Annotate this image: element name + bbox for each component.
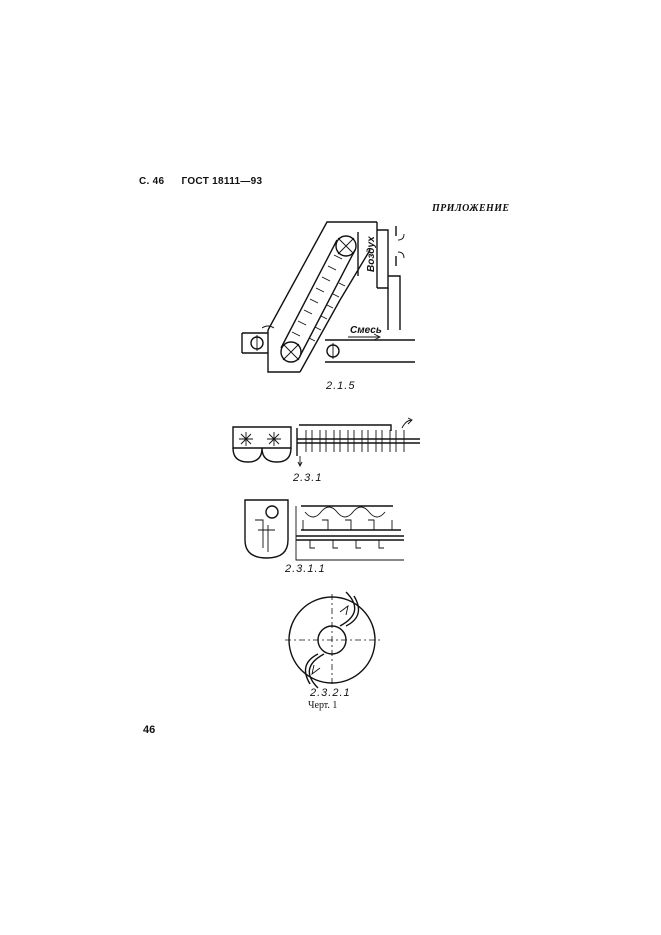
page-number: 46 bbox=[143, 724, 156, 736]
label-air: Воздух bbox=[366, 236, 377, 272]
caption-2-3-2-1: 2.3.2.1 bbox=[310, 687, 351, 699]
drawing-2-3-1-1 bbox=[244, 499, 404, 561]
page-ref: С. 46 bbox=[139, 176, 165, 187]
appendix-title: ПРИЛОЖЕНИЕ bbox=[432, 203, 510, 214]
drawing-2-1-5: Воздух Смесь bbox=[241, 221, 415, 373]
drawing-2-3-2-1 bbox=[285, 591, 380, 689]
figure-label: Черт. 1 bbox=[308, 700, 338, 711]
caption-2-3-1-1: 2.3.1.1 bbox=[285, 563, 326, 575]
label-mix: Смесь bbox=[350, 325, 382, 336]
standard-ref: ГОСТ 18111—93 bbox=[181, 176, 263, 187]
drawing-2-3-1 bbox=[232, 417, 420, 468]
caption-2-1-5: 2.1.5 bbox=[326, 380, 356, 392]
page-header: С. 46 ГОСТ 18111—93 bbox=[139, 176, 276, 187]
caption-2-3-1: 2.3.1 bbox=[293, 472, 323, 484]
